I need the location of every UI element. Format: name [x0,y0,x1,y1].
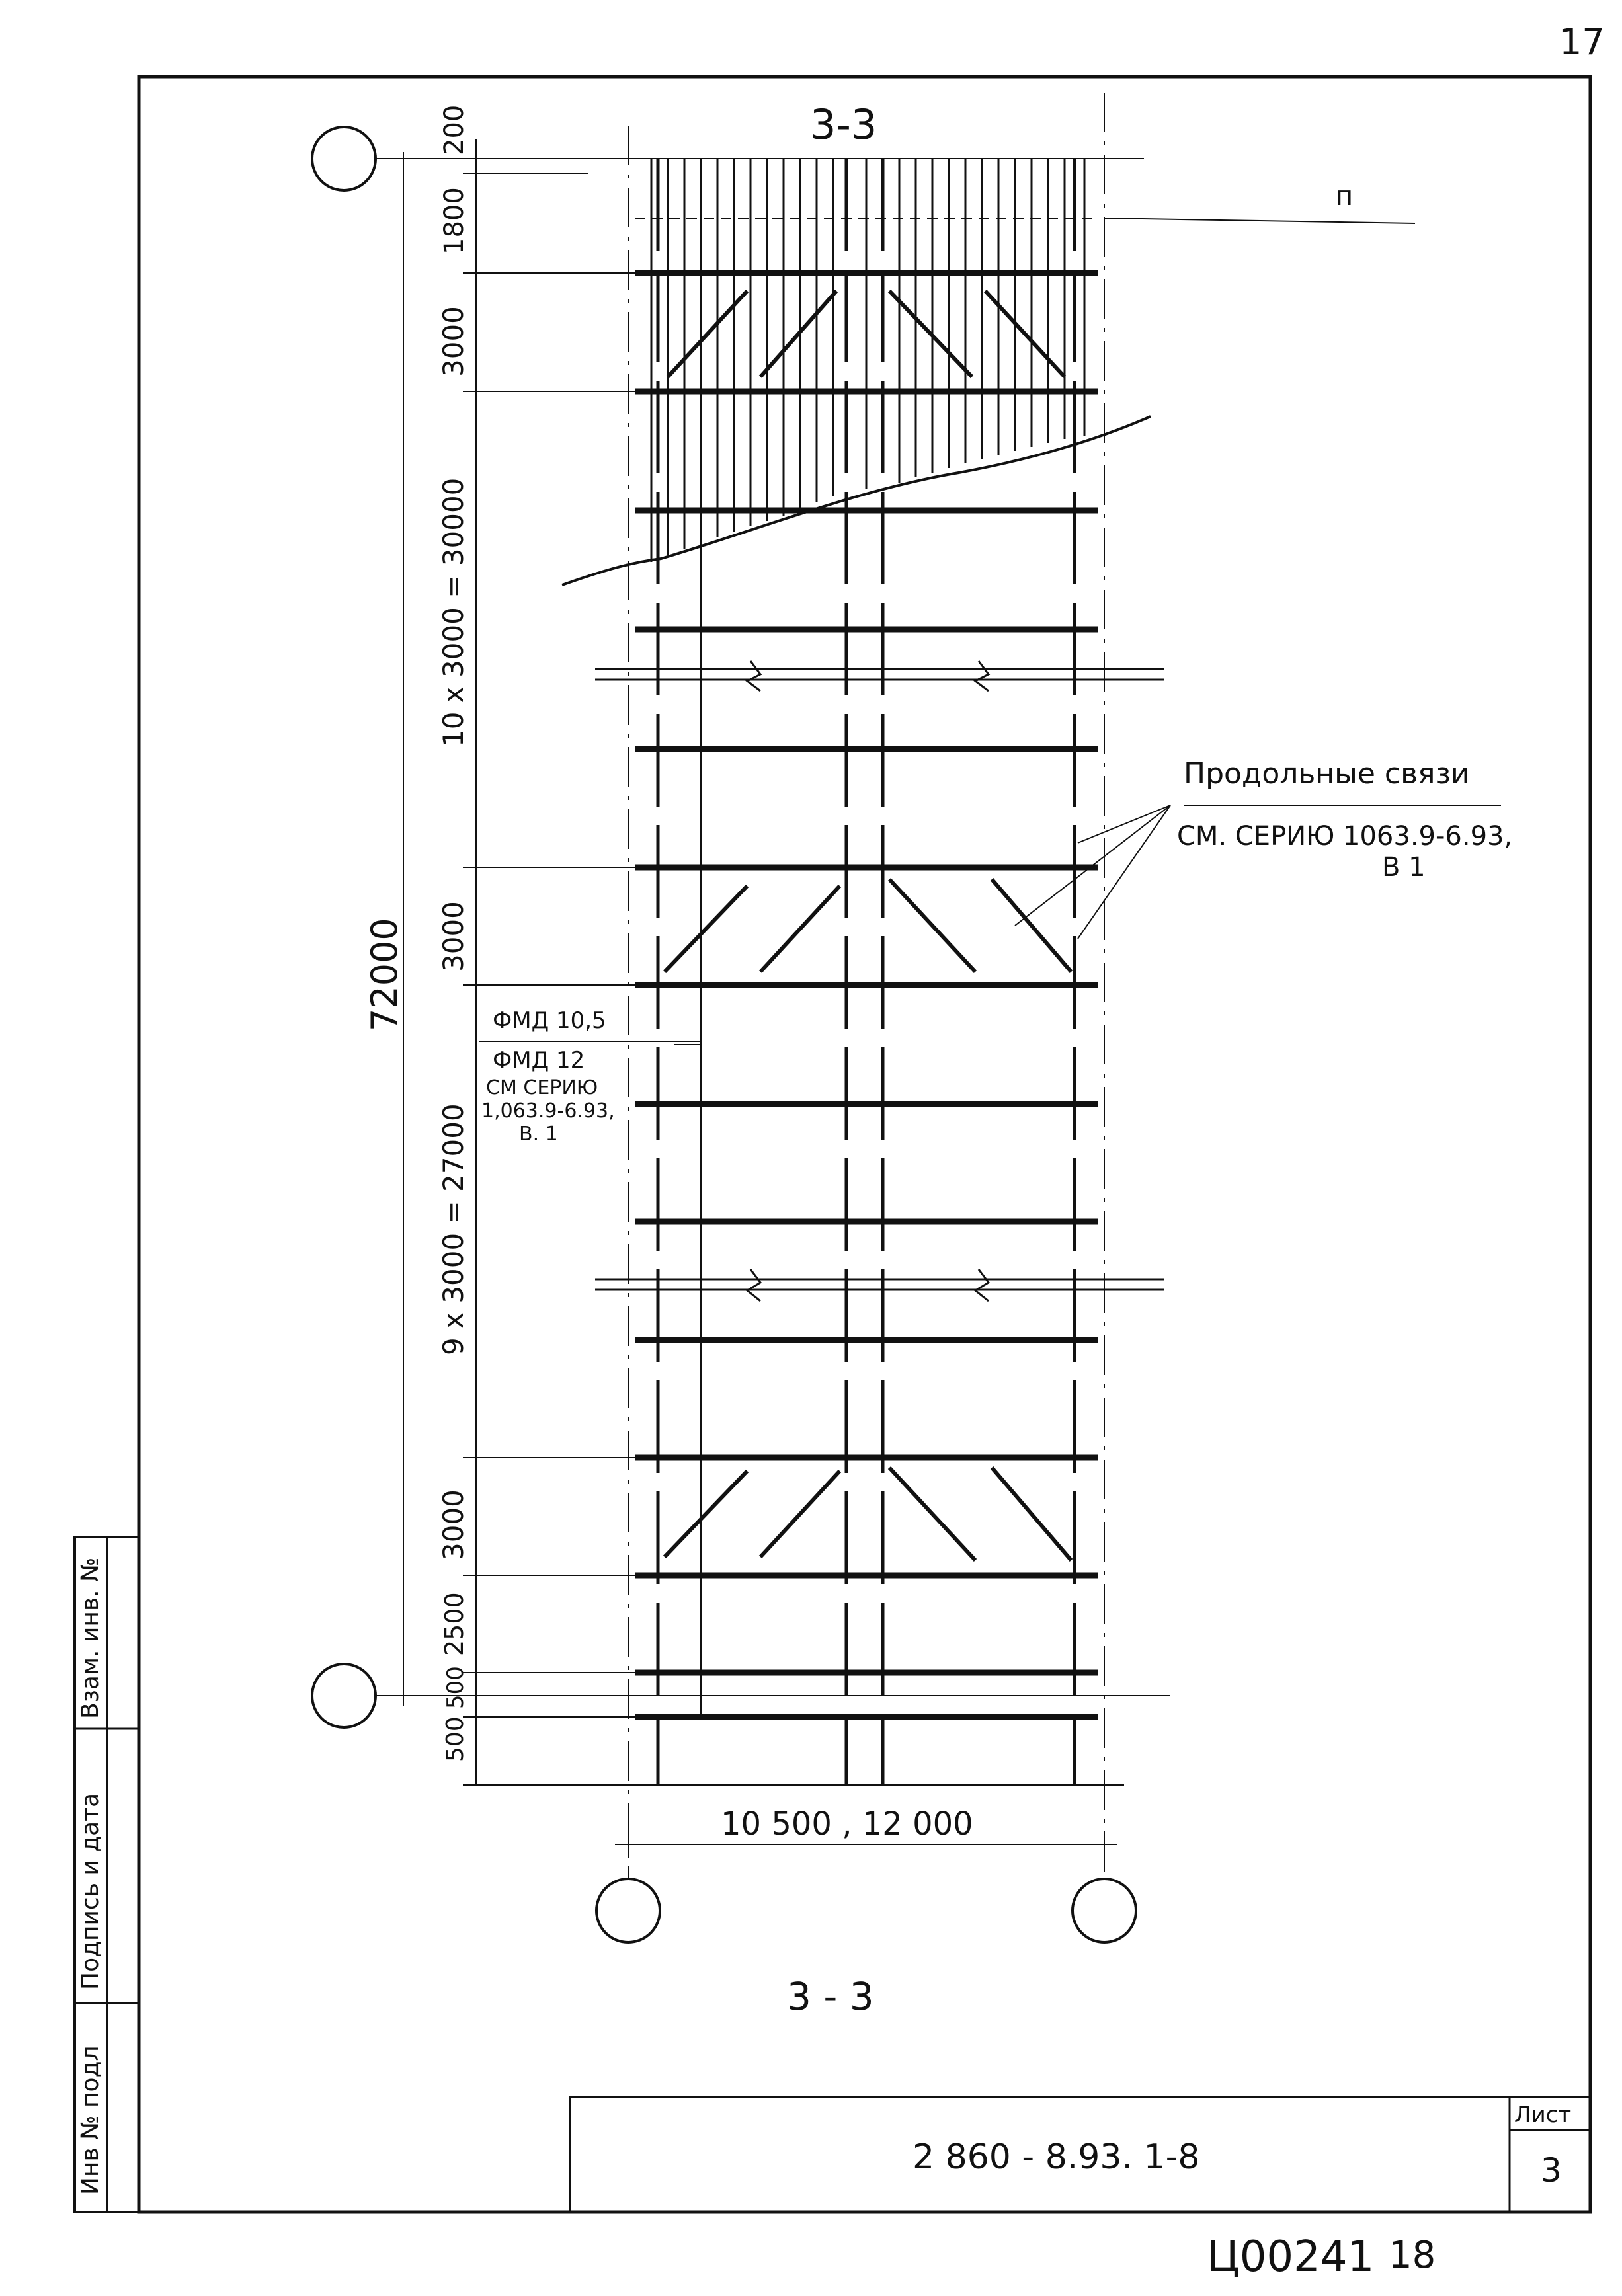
cross-bracing [663,289,1073,1562]
axis-circle-bottom [311,1663,377,1729]
columns [656,159,1076,1785]
stamp-podpis-data: Подпись и дата [77,1793,104,1990]
title-block: 2 860 - 8.93. 1-8 Лист 3 [569,2096,1592,2213]
stamp-inv-podl: Инв № подл [77,2046,104,2195]
sheet-label: Лист [1514,2102,1571,2128]
dim-10x3000: 10 x 3000 = 30000 [437,478,469,747]
section-title-top: 3-3 [810,100,877,149]
sheet-number: 3 [1541,2151,1562,2190]
section-title-bottom: 3 - 3 [787,1974,874,2019]
fmd-note-1: ФМД 10,5 [493,1008,606,1034]
archive-code: Ц00241 [1207,2233,1374,2281]
dim-500-a: 500 [442,1666,469,1709]
dim-9x3000: 9 x 3000 = 27000 [437,1103,469,1355]
fmd-note-ref-2: 1,063.9-6.93, [481,1099,615,1123]
horizontal-dimension [595,1784,1124,1858]
archive-page: 18 [1389,2234,1436,2277]
dim-3000-b: 3000 [437,901,469,972]
dim-500-b: 500 [442,1716,469,1762]
stamp-vzam-inv: Взам. инв. № [77,1558,104,1719]
label-p: п [1336,181,1353,212]
dim-width: 10 500 , 12 000 [721,1805,973,1842]
girts [635,218,1098,1720]
dim-3000-c: 3000 [437,1489,469,1560]
axis-circle-right [1071,1878,1137,1944]
page-number: 17 [1559,21,1605,63]
dim-1800: 1800 [439,187,469,255]
break-lines [595,660,1164,1302]
fmd-note-ref-1: СМ СЕРИЮ [486,1076,598,1099]
dim-200: 200 [439,105,469,155]
dim-total-height: 72000 [364,918,405,1031]
bracing-note-ref-1: СМ. СЕРИЮ 1063.9-6.93, [1177,821,1512,851]
bracing-note-title: Продольные связи [1184,757,1469,791]
dim-2500: 2500 [440,1592,469,1656]
axis-circle-top [311,126,377,192]
fmd-note-2: ФМД 12 [493,1047,585,1074]
bracing-leaders [1014,805,1501,939]
fmd-note-ref-3: В. 1 [519,1123,558,1146]
sheet-frame [137,75,1592,2214]
axis-circle-left [595,1878,661,1944]
document-code: 2 860 - 8.93. 1-8 [912,2137,1199,2177]
dim-3000-a: 3000 [437,306,469,377]
wall-cladding-hatch [561,159,1151,586]
cladding-break-line [561,415,1151,586]
vertical-dimension-chain [390,139,702,1786]
side-stamp: Инв № подл Подпись и дата Взам. инв. № [73,1536,140,2213]
bracing-note-ref-2: В 1 [1382,852,1426,883]
